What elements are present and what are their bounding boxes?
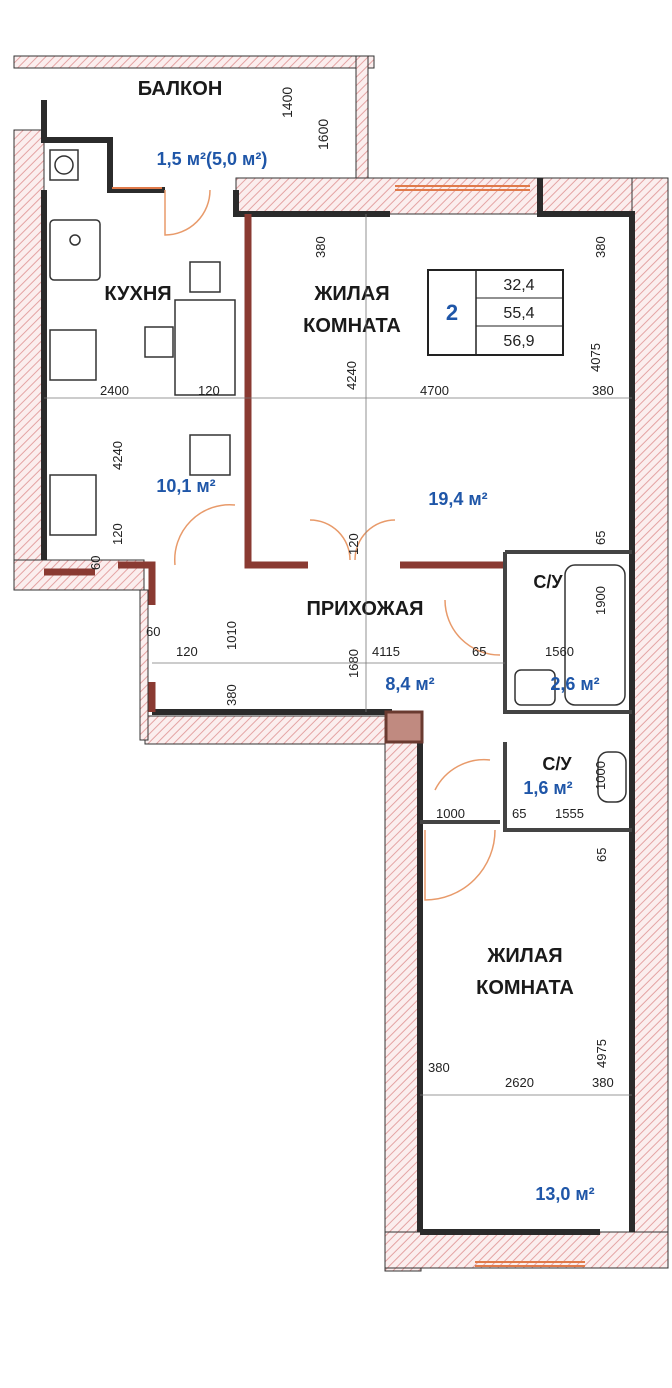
dimension-labels: 1400 1600 380 380 4240 4075 4700 380 240…: [88, 87, 614, 1090]
hall-area: 8,4 м²: [385, 674, 434, 694]
dim-living2-380-right: 380: [592, 1075, 614, 1090]
dim-hall-60: 60: [146, 624, 160, 639]
summary-value-3: 56,9: [503, 333, 534, 350]
kitchen-name: КУХНЯ: [104, 283, 171, 305]
dim-balcony-1600: 1600: [315, 119, 331, 150]
dim-bath1-1560: 1560: [545, 644, 574, 659]
dim-hall-1010: 1010: [224, 621, 239, 650]
dim-living2-65: 65: [594, 848, 609, 862]
dim-living1-4240: 4240: [344, 361, 359, 390]
hall-name: ПРИХОЖАЯ: [306, 598, 423, 620]
living2-area: 13,0 м²: [535, 1184, 594, 1204]
rooms-count: 2: [446, 300, 458, 325]
dim-balcony-1400: 1400: [279, 87, 295, 118]
dim-hall-120: 120: [176, 644, 198, 659]
living2-name-line1: ЖИЛАЯ: [486, 945, 562, 967]
bathtub-icon: [564, 564, 626, 706]
dim-kitchen-120-left: 120: [110, 523, 125, 545]
boiler-icon: [49, 149, 79, 181]
dim-corr-1000: 1000: [436, 806, 465, 821]
dim-living2-380-left: 380: [428, 1060, 450, 1075]
bath-fixtures: [514, 564, 627, 803]
sink-icon: [49, 219, 101, 281]
dim-bath2-1000: 1000: [593, 761, 608, 790]
dim-hall-65: 65: [472, 644, 486, 659]
bath1-name: С/У: [533, 572, 563, 592]
washbasin-icon: [514, 669, 556, 706]
dim-bath2-65: 65: [512, 806, 526, 821]
living2-name-line2: КОМНАТА: [476, 977, 574, 999]
fridge-icon: [189, 434, 231, 476]
bath1-area: 2,6 м²: [550, 674, 599, 694]
dim-hall-380: 380: [224, 684, 239, 706]
bathroom-walls: [420, 550, 632, 832]
bath2-name: С/У: [542, 754, 572, 774]
dim-hall-4115: 4115: [372, 644, 400, 659]
dim-living2-4975: 4975: [594, 1039, 609, 1068]
windows: [112, 185, 585, 1267]
balcony-area: 1,5 м²(5,0 м²): [157, 149, 268, 169]
balcony-name: БАЛКОН: [138, 78, 223, 100]
partitions: [44, 214, 505, 712]
living1-area: 19,4 м²: [428, 489, 487, 509]
dimension-lines: [44, 214, 632, 1096]
summary-value-2: 55,4: [503, 305, 534, 322]
dim-living1-4075: 4075: [588, 343, 603, 372]
dim-living1-380-mid: 380: [592, 383, 614, 398]
area-summary-table: 2 32,4 55,4 56,9: [427, 269, 564, 356]
doors: [164, 189, 501, 901]
dim-hall-1680: 1680: [346, 649, 361, 678]
exterior-walls: [13, 55, 669, 1272]
stove-icon: [49, 329, 97, 381]
living1-name-line1: ЖИЛАЯ: [313, 283, 389, 305]
dim-kitchen-2400: 2400: [100, 383, 129, 398]
dining-table-icon: [174, 299, 236, 396]
dim-living1-380-top: 380: [313, 236, 328, 258]
living1-name-line2: КОМНАТА: [303, 315, 401, 337]
summary-value-1: 32,4: [503, 277, 534, 294]
bath2-area: 1,6 м²: [523, 778, 572, 798]
kitchen-area: 10,1 м²: [156, 476, 215, 496]
oven-icon: [49, 474, 97, 536]
kitchen-fixtures: [49, 149, 236, 536]
dim-living1-380-right: 380: [593, 236, 608, 258]
dim-bath2-1555: 1555: [555, 806, 584, 821]
dim-bath1-65-top: 65: [593, 531, 608, 545]
dim-kitchen-120: 120: [198, 383, 220, 398]
dim-bath1-1900: 1900: [593, 586, 608, 615]
dim-living1-4700: 4700: [420, 383, 449, 398]
dim-kitchen-4240: 4240: [110, 441, 125, 470]
dim-door-120: 120: [346, 533, 361, 555]
dim-living2-2620: 2620: [505, 1075, 534, 1090]
dim-kitchen-60: 60: [88, 556, 103, 570]
toilet-icon: [597, 751, 627, 803]
